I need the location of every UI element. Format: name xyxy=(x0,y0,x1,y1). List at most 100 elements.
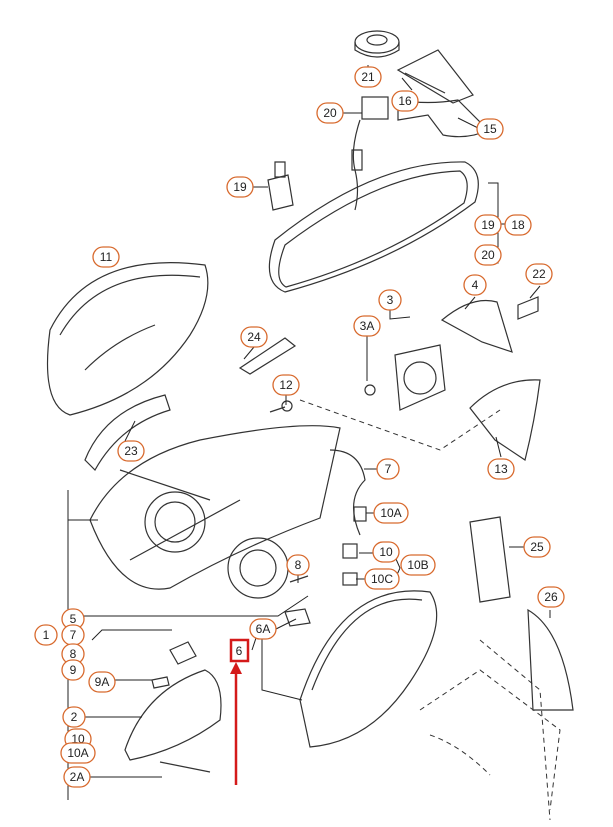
callout-text: 22 xyxy=(532,267,546,281)
callout-text: 7 xyxy=(385,462,392,476)
callout-4: 4 xyxy=(463,274,487,296)
callout-11: 11 xyxy=(92,246,120,268)
part-11-housing-cap xyxy=(46,262,209,416)
callout-10a: 10A xyxy=(60,742,96,764)
callout-text: 18 xyxy=(511,218,525,232)
callout-2a: 2A xyxy=(63,766,91,788)
callout-7: 7 xyxy=(61,624,85,646)
callout-text: 3 xyxy=(387,293,394,307)
callout-7: 7 xyxy=(376,458,400,480)
callout-22: 22 xyxy=(525,263,553,285)
callout-text: 11 xyxy=(100,250,113,264)
part-26-trim xyxy=(527,608,574,711)
callout-3: 3 xyxy=(378,289,402,311)
callout-text: 10 xyxy=(379,545,393,559)
part-mirror-base-assembly xyxy=(89,425,341,590)
red-pointer-arrow xyxy=(230,662,242,785)
callout-text: 15 xyxy=(483,122,497,136)
callout-text: 8 xyxy=(70,647,77,661)
part-19-connector xyxy=(267,161,294,211)
callout-text: 19 xyxy=(481,218,495,232)
callout-12: 12 xyxy=(272,374,300,396)
callout-text: 16 xyxy=(398,94,412,108)
callout-26: 26 xyxy=(537,586,565,608)
callout-9a: 9A xyxy=(88,671,116,693)
callout-19: 19 xyxy=(226,176,254,198)
callout-20: 20 xyxy=(316,102,344,124)
part-24-cable xyxy=(238,337,297,375)
part-9-lamp xyxy=(151,641,197,689)
callout-text: 1 xyxy=(43,628,50,642)
part-23-bracket xyxy=(84,394,171,471)
part-25-cover xyxy=(469,516,511,603)
callout-text: 26 xyxy=(544,590,558,604)
part-2A-screw xyxy=(159,761,211,773)
part-16-connector-clip xyxy=(396,49,474,104)
part-22-clip xyxy=(517,296,539,320)
callout-text: 9A xyxy=(95,675,110,689)
callout-text: 10C xyxy=(371,572,393,586)
callout-20: 20 xyxy=(474,244,502,266)
part-mirror-glass xyxy=(299,590,438,748)
part-21-sensor xyxy=(354,30,400,58)
callout-text: 10A xyxy=(380,506,401,520)
part-7-wire xyxy=(329,449,366,536)
callout-text: 20 xyxy=(481,248,495,262)
callout-text: 10B xyxy=(407,558,428,572)
callout-text: 3A xyxy=(360,319,375,333)
callout-text: 5 xyxy=(70,612,77,626)
part-2-lower-cover xyxy=(124,669,222,761)
part-13-cap xyxy=(469,379,541,461)
callout-text: 6 xyxy=(236,644,243,658)
callout-10: 10 xyxy=(372,541,400,563)
callout-text: 21 xyxy=(361,70,375,84)
callout-text: 12 xyxy=(279,378,293,392)
callout-1: 1 xyxy=(34,624,58,646)
part-3-glass-adjuster xyxy=(364,344,446,411)
callout-9: 9 xyxy=(61,659,85,681)
callout-25: 25 xyxy=(523,536,551,558)
callout-text: 6A xyxy=(256,622,271,636)
part-20-wiring-plug xyxy=(351,96,389,211)
callout-23: 23 xyxy=(117,440,145,462)
callout-text: 24 xyxy=(247,330,261,344)
callout-text: 4 xyxy=(472,278,479,292)
part-10-connectors xyxy=(342,506,367,586)
callout-24: 24 xyxy=(240,326,268,348)
callout-text: 7 xyxy=(70,628,77,642)
part-4-trim xyxy=(440,299,513,353)
callout-text: 9 xyxy=(70,663,77,677)
callout-21: 21 xyxy=(354,66,382,88)
callout-10b: 10B xyxy=(400,554,436,576)
callout-3a: 3A xyxy=(353,315,381,337)
part-motor-disc xyxy=(227,537,289,599)
vehicle-door-outline xyxy=(419,639,561,821)
callout-text: 2 xyxy=(71,710,78,724)
part-rearview-mirror xyxy=(268,161,479,293)
callout-text: 19 xyxy=(233,180,247,194)
callout-text: 13 xyxy=(494,462,508,476)
callout-2: 2 xyxy=(62,706,86,728)
part-6A-clip xyxy=(284,608,311,627)
callout-16: 16 xyxy=(391,90,419,112)
callout-text: 10A xyxy=(67,746,88,760)
callout-10a: 10A xyxy=(373,502,409,524)
callout-19: 19 xyxy=(474,214,502,236)
callout-text: 23 xyxy=(124,444,138,458)
part-12-screw xyxy=(269,400,293,413)
callout-6: 6 xyxy=(236,644,243,658)
callout-8: 8 xyxy=(286,554,310,576)
callout-text: 8 xyxy=(295,558,302,572)
part-8-screw xyxy=(289,575,309,583)
callout-15: 15 xyxy=(476,118,504,140)
callout-6a: 6A xyxy=(249,618,277,640)
callout-text: 25 xyxy=(530,540,544,554)
callout-text: 2A xyxy=(70,770,85,784)
callout-10c: 10C xyxy=(364,568,400,590)
callout-13: 13 xyxy=(487,458,515,480)
highlight-box-6 xyxy=(229,638,250,663)
callout-text: 20 xyxy=(323,106,337,120)
